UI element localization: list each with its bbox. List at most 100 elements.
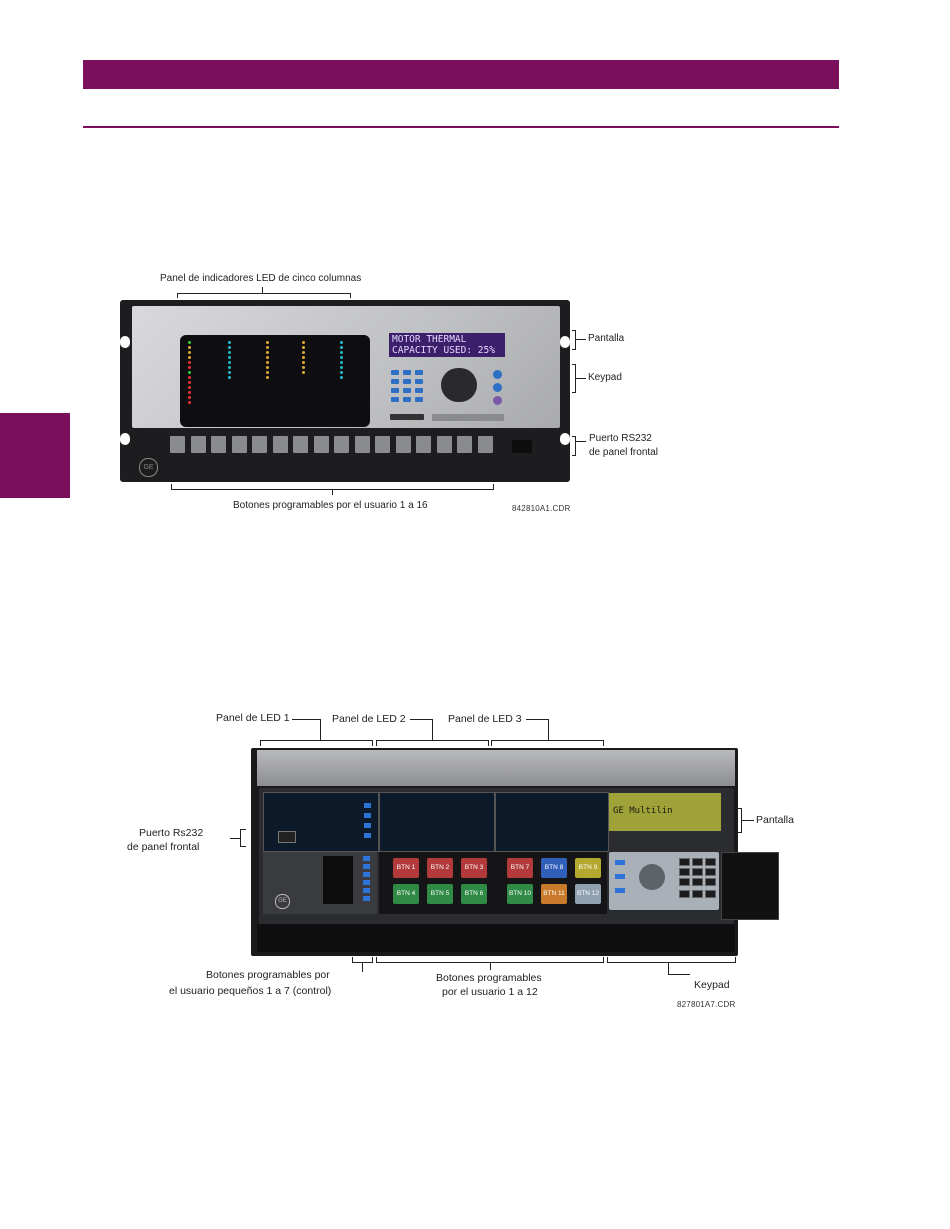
user-button[interactable] bbox=[416, 436, 431, 453]
user-button[interactable] bbox=[170, 436, 185, 453]
rs232-port[interactable] bbox=[278, 831, 296, 843]
keypad-key[interactable] bbox=[692, 890, 703, 898]
rs232-port[interactable] bbox=[512, 440, 532, 453]
help-key[interactable] bbox=[615, 874, 625, 879]
user-button-9[interactable]: BTN 9 bbox=[575, 858, 601, 878]
ge-logo: GE bbox=[275, 894, 290, 909]
lcd-line-1: MOTOR THERMAL bbox=[392, 334, 467, 345]
small-user-button[interactable] bbox=[363, 864, 370, 869]
led-panel-1-label: Panel de LED 1 bbox=[216, 712, 290, 724]
user-button[interactable] bbox=[354, 436, 370, 453]
keypad-key[interactable] bbox=[705, 868, 716, 876]
user-button-10[interactable]: BTN 10 bbox=[507, 884, 533, 904]
user-button-11[interactable]: BTN 11 bbox=[541, 884, 567, 904]
user-button[interactable] bbox=[313, 436, 329, 453]
lcd-display: GE Multilin bbox=[609, 793, 721, 831]
keypad-key[interactable] bbox=[679, 890, 690, 898]
keypad-label: Keypad bbox=[588, 372, 622, 383]
user-button[interactable] bbox=[395, 436, 411, 453]
lcd-line-2: CAPACITY USED: 25% bbox=[392, 345, 495, 356]
keypad-key[interactable] bbox=[391, 370, 399, 375]
user-button-1[interactable]: BTN 1 bbox=[393, 858, 419, 878]
led-panel-3-label: Panel de LED 3 bbox=[448, 713, 522, 725]
drawing-code-2: 827801A7.CDR bbox=[677, 1000, 736, 1009]
user-button-8[interactable]: BTN 8 bbox=[541, 858, 567, 878]
user-button[interactable] bbox=[211, 436, 226, 453]
lcd-display: MOTOR THERMAL CAPACITY USED: 25% bbox=[389, 333, 505, 357]
user-button-4[interactable]: BTN 4 bbox=[393, 884, 419, 904]
small-user-button[interactable] bbox=[363, 896, 370, 901]
keypad-key[interactable] bbox=[403, 388, 411, 393]
user-button-7[interactable]: BTN 7 bbox=[507, 858, 533, 878]
buttons-label-2-line2: por el usuario 1 a 12 bbox=[442, 986, 538, 998]
keypad-key[interactable] bbox=[692, 858, 703, 866]
user-button-12[interactable]: BTN 12 bbox=[575, 884, 601, 904]
help-key[interactable] bbox=[493, 383, 502, 392]
user-button[interactable] bbox=[334, 436, 349, 453]
keypad-cover-door[interactable] bbox=[721, 852, 779, 920]
user-button[interactable] bbox=[252, 436, 267, 453]
drawing-code-1: 842810A1.CDR bbox=[512, 504, 571, 513]
header-bar bbox=[83, 60, 839, 89]
led-panel-2-label: Panel de LED 2 bbox=[332, 713, 406, 725]
keypad-key[interactable] bbox=[679, 858, 690, 866]
keypad-key[interactable] bbox=[415, 388, 423, 393]
keypad-key[interactable] bbox=[391, 397, 399, 402]
keypad-key[interactable] bbox=[705, 858, 716, 866]
user-button[interactable] bbox=[375, 436, 390, 453]
led-column-3 bbox=[264, 339, 304, 381]
user-button-5[interactable]: BTN 5 bbox=[427, 884, 453, 904]
keypad-key[interactable] bbox=[679, 868, 690, 876]
user-button[interactable] bbox=[190, 436, 206, 453]
small-keys[interactable] bbox=[390, 414, 424, 420]
small-user-button[interactable] bbox=[363, 888, 370, 893]
display-label: Pantalla bbox=[588, 333, 625, 344]
user-button[interactable] bbox=[231, 436, 247, 453]
keypad-key[interactable] bbox=[692, 878, 703, 886]
led-panel-bracket bbox=[177, 293, 351, 294]
keypad-key[interactable] bbox=[692, 868, 703, 876]
small-user-button[interactable] bbox=[363, 872, 370, 877]
keypad-key[interactable] bbox=[705, 890, 716, 898]
user-button[interactable] bbox=[477, 436, 493, 453]
led-panel-1 bbox=[263, 792, 379, 852]
user-button-6[interactable]: BTN 6 bbox=[461, 884, 487, 904]
relay-front-panel-2: GE Multilin GE BTN 1 BTN 2 BTN 3 BTN 4 B… bbox=[251, 748, 779, 956]
keypad-key[interactable] bbox=[679, 878, 690, 886]
keypad-key[interactable] bbox=[403, 370, 411, 375]
menu-key[interactable] bbox=[493, 370, 502, 379]
small-user-button[interactable] bbox=[363, 856, 370, 861]
buttons-label: Botones programables por el usuario 1 a … bbox=[233, 500, 428, 511]
small-buttons-label-line2: el usuario pequeños 1 a 7 (control) bbox=[169, 985, 332, 997]
user-button-2[interactable]: BTN 2 bbox=[427, 858, 453, 878]
keypad-key[interactable] bbox=[415, 397, 423, 402]
silver-top-strip bbox=[257, 750, 735, 786]
user-button[interactable] bbox=[293, 436, 308, 453]
user-button[interactable] bbox=[272, 436, 288, 453]
small-user-button[interactable] bbox=[363, 880, 370, 885]
escape-key[interactable] bbox=[615, 888, 625, 893]
user-button[interactable] bbox=[436, 436, 452, 453]
keypad-key[interactable] bbox=[391, 379, 399, 384]
keypad-key[interactable] bbox=[403, 379, 411, 384]
keypad-key[interactable] bbox=[705, 878, 716, 886]
keypad-label-2: Keypad bbox=[694, 979, 730, 991]
navigation-wheel[interactable] bbox=[639, 864, 665, 890]
user-button-3[interactable]: BTN 3 bbox=[461, 858, 487, 878]
user-button[interactable] bbox=[457, 436, 472, 453]
keypad-key[interactable] bbox=[415, 379, 423, 384]
led-indicator-panel bbox=[180, 335, 370, 427]
navigation-wheel[interactable] bbox=[441, 368, 477, 402]
bottom-bezel bbox=[257, 924, 735, 952]
keypad-key[interactable] bbox=[403, 397, 411, 402]
escape-key[interactable] bbox=[493, 396, 502, 405]
keypad-key[interactable] bbox=[391, 388, 399, 393]
keypad-key[interactable] bbox=[415, 370, 423, 375]
menu-key[interactable] bbox=[615, 860, 625, 865]
led-panel-3 bbox=[495, 792, 609, 852]
small-user-buttons bbox=[363, 856, 371, 904]
chapter-side-tab bbox=[0, 413, 70, 498]
control-buttons[interactable] bbox=[432, 414, 504, 421]
silver-faceplate: MOTOR THERMAL CAPACITY USED: 25% bbox=[132, 306, 560, 428]
led-panel-2 bbox=[379, 792, 495, 852]
